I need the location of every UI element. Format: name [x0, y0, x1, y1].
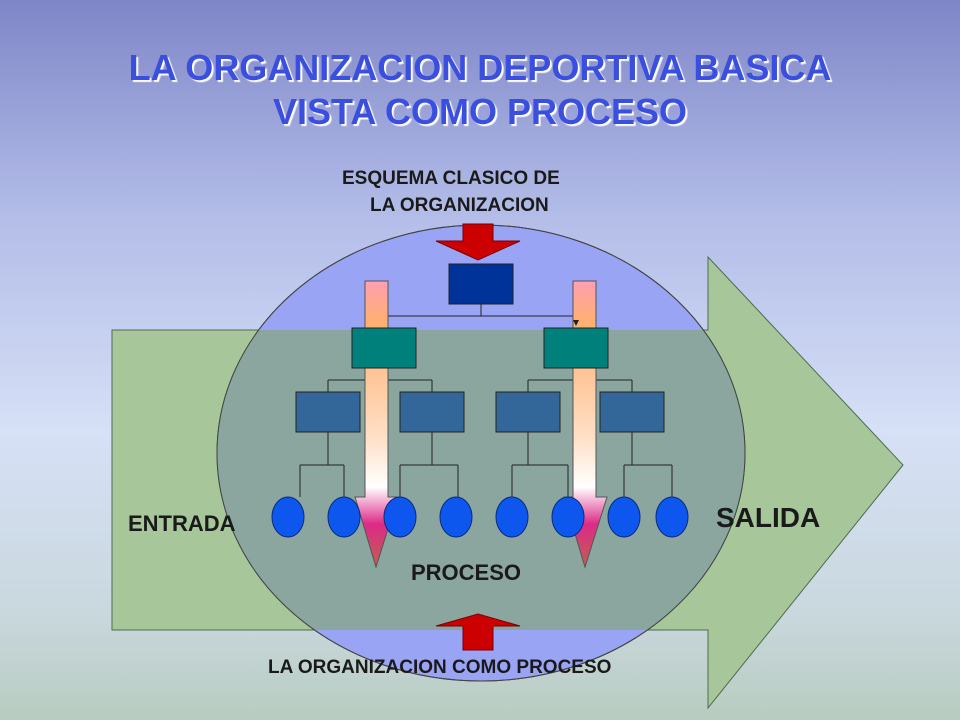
bottom-label: LA ORGANIZACION COMO PROCESO	[268, 657, 612, 678]
entrada-label: ENTRADA	[128, 511, 236, 536]
org-node-3	[383, 496, 417, 538]
title-line-2: VISTA COMO PROCESO	[272, 91, 688, 132]
title-line-1: LA ORGANIZACION DEPORTIVA BASICA	[128, 47, 832, 88]
org-node-1	[271, 496, 305, 538]
org-box-mid-right	[543, 327, 609, 369]
bottom-red-arrow	[435, 613, 521, 651]
org-node-5	[495, 496, 529, 538]
org-node-4	[439, 496, 473, 538]
top-label-line-1: ESQUEMA CLASICO DE	[342, 168, 560, 189]
org-box-low-3	[495, 391, 561, 433]
top-red-arrow	[435, 223, 521, 261]
org-node-2	[327, 496, 361, 538]
top-label-line-2: LA ORGANIZACION	[370, 195, 549, 216]
org-node-8	[655, 496, 689, 538]
org-node-7	[607, 496, 641, 538]
salida-label: SALIDA	[716, 502, 821, 533]
org-box-mid-left	[351, 327, 417, 369]
proceso-label: PROCESO	[411, 560, 522, 585]
org-node-6	[551, 496, 585, 538]
org-box-low-2	[399, 391, 465, 433]
org-box-low-4	[599, 391, 665, 433]
org-box-top	[448, 263, 514, 305]
org-box-low-1	[295, 391, 361, 433]
